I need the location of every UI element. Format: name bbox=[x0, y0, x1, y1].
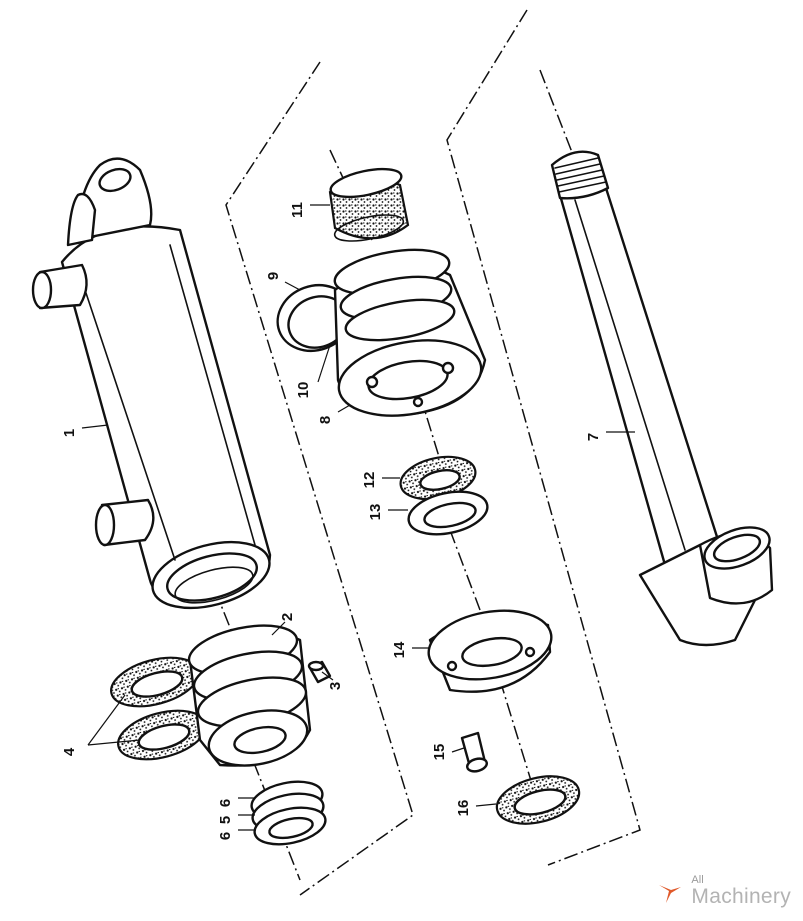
cylinder-gland bbox=[333, 248, 487, 417]
label-part-4: 4 bbox=[61, 747, 78, 756]
gland-seal-set bbox=[399, 455, 489, 536]
center-axis-line-lower bbox=[449, 529, 481, 611]
all-machinery-watermark: All Machinery bbox=[655, 875, 791, 907]
leader-lines bbox=[81, 204, 635, 831]
all-machinery-logo-icon bbox=[659, 885, 682, 903]
rod-axis-line bbox=[539, 69, 576, 161]
label-part-13: 13 bbox=[367, 504, 384, 521]
watermark-text: All Machinery bbox=[691, 874, 791, 908]
label-part-10: 10 bbox=[295, 382, 312, 399]
watermark-line-machinery: Machinery bbox=[691, 885, 791, 908]
cylinder-barrel bbox=[31, 157, 272, 610]
label-part-1: 1 bbox=[61, 429, 78, 437]
rod-guide-rings bbox=[276, 284, 354, 352]
part-number-labels: 1 2 3 4 6 5 6 7 8 9 10 11 12 13 14 15 16 bbox=[61, 202, 602, 840]
assembly-plane-guides bbox=[214, 9, 641, 896]
flange-bolt bbox=[460, 731, 488, 773]
piston-set-screw bbox=[307, 660, 332, 684]
label-part-7: 7 bbox=[585, 433, 602, 441]
wiper-seal bbox=[495, 775, 581, 825]
rod-thread bbox=[554, 157, 607, 193]
label-part-2: 2 bbox=[279, 613, 296, 621]
label-part-3: 3 bbox=[327, 682, 344, 690]
label-part-5: 5 bbox=[217, 816, 234, 824]
label-part-16: 16 bbox=[455, 800, 472, 817]
label-part-11: 11 bbox=[289, 202, 306, 218]
logo-arrow-shape bbox=[659, 885, 682, 903]
label-part-14: 14 bbox=[391, 641, 408, 658]
end-flange bbox=[427, 609, 553, 693]
center-plane-outline bbox=[225, 61, 414, 896]
piston-body bbox=[187, 624, 312, 767]
label-part-6-lower: 6 bbox=[217, 832, 234, 840]
piston-seal-rings bbox=[250, 780, 327, 846]
label-part-9: 9 bbox=[265, 272, 282, 280]
piston-rod bbox=[550, 150, 774, 647]
watermark-line-all: All bbox=[691, 874, 704, 886]
label-part-8: 8 bbox=[317, 416, 334, 424]
felt-bushing bbox=[328, 167, 410, 242]
right-plane-outline bbox=[446, 9, 641, 866]
label-part-15: 15 bbox=[431, 744, 448, 761]
label-part-12: 12 bbox=[361, 472, 378, 489]
label-part-6-upper: 6 bbox=[217, 799, 234, 807]
